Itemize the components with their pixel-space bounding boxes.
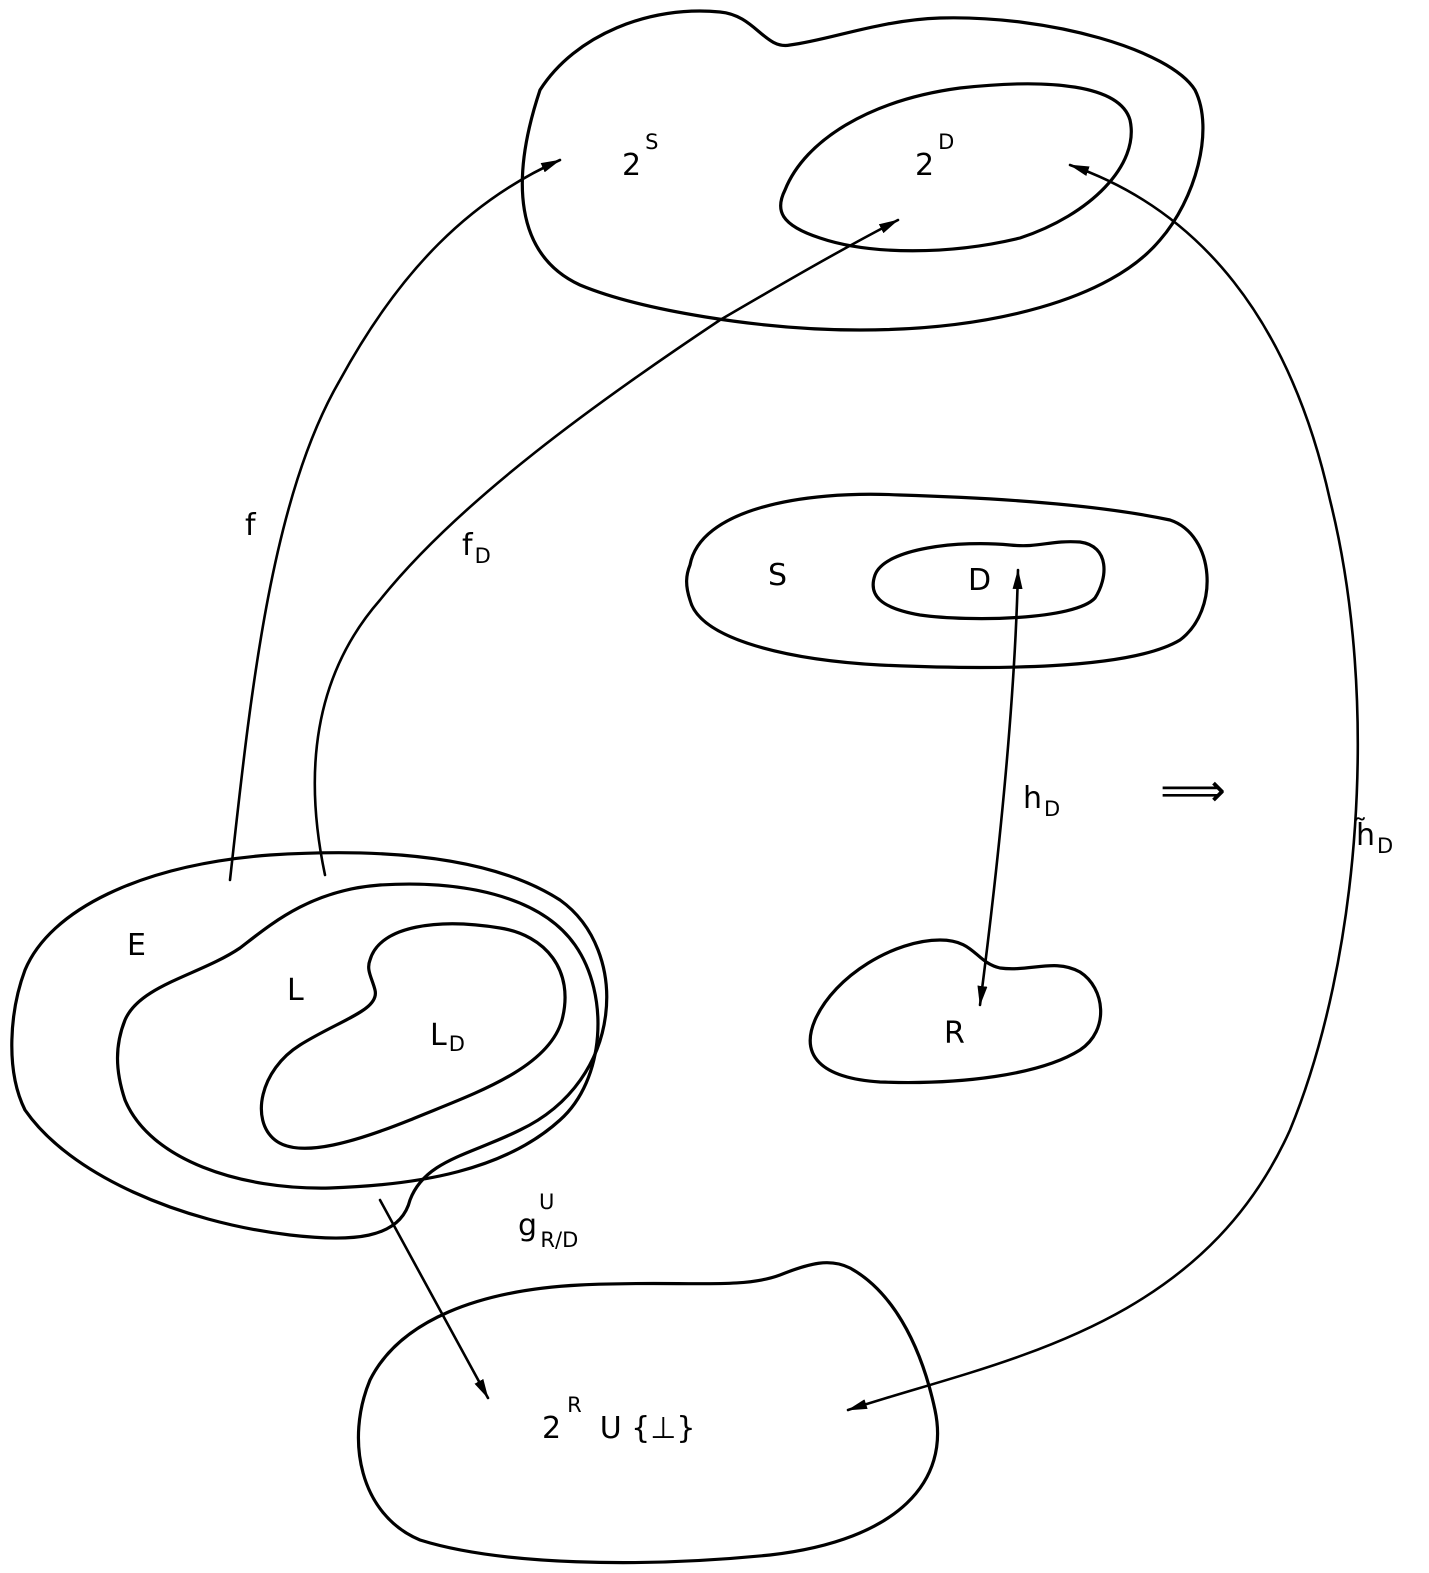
- arrow-hd: [977, 568, 1023, 1007]
- set-2d-outline: [779, 82, 1133, 253]
- set-l-outline: [115, 882, 600, 1190]
- set-r-outline: [808, 938, 1103, 1085]
- label-2s: 2S: [622, 130, 658, 183]
- label-e: E: [127, 928, 146, 963]
- set-2s-outline: [520, 9, 1205, 332]
- label-f: f: [245, 508, 257, 543]
- arrow-g: [378, 1198, 490, 1400]
- set-e-outline: [10, 851, 609, 1240]
- label-s: S: [768, 558, 787, 593]
- label-hd: hD: [1023, 781, 1060, 821]
- label-hd-tilde: h̃D: [1355, 818, 1394, 858]
- label-2d: 2D: [915, 130, 954, 183]
- label-ld: LD: [430, 1018, 465, 1056]
- label-l: L: [287, 973, 304, 1008]
- label-r: R: [944, 1016, 965, 1051]
- implies-symbol: ⟹: [1160, 763, 1226, 817]
- set-ld-outline: [259, 922, 567, 1150]
- arrow-hd-tilde: [846, 163, 1360, 1412]
- label-codomain: 2RU {⊥}: [542, 1393, 696, 1446]
- arrow-f: [228, 158, 562, 882]
- set-s-outline: [685, 492, 1209, 670]
- label-fd: fD: [462, 528, 491, 568]
- label-d: D: [968, 563, 991, 598]
- arrow-fd: [313, 218, 900, 877]
